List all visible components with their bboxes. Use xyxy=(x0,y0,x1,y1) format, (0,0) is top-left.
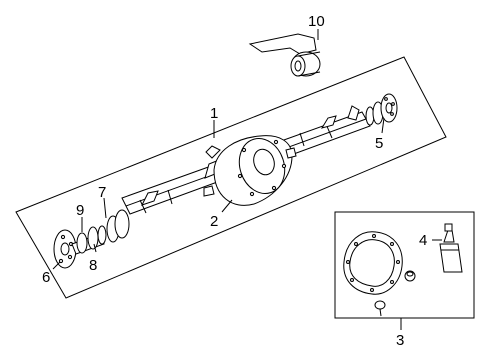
right-axle-shaft-flange xyxy=(365,93,398,126)
callout-3: 3 xyxy=(396,332,404,349)
axle-assembly-panel xyxy=(15,56,447,299)
differential-housing xyxy=(203,135,297,206)
leader-8 xyxy=(93,243,97,253)
callout-9: 9 xyxy=(76,202,84,219)
callout-2: 2 xyxy=(210,213,218,230)
sealant-tube xyxy=(439,223,463,273)
leader-7 xyxy=(103,197,107,219)
fill-plug xyxy=(404,270,416,282)
left-axle-shaft-parts xyxy=(53,209,130,269)
left-bearing xyxy=(76,232,88,254)
spring-bracket-bushing xyxy=(248,33,321,77)
cover-bolt xyxy=(374,300,386,317)
callout-6: 6 xyxy=(42,269,50,286)
callout-7: 7 xyxy=(98,184,106,201)
callout-4: 4 xyxy=(419,232,427,249)
leader-lines xyxy=(52,29,442,330)
left-seal xyxy=(87,226,99,250)
leader-6 xyxy=(52,261,61,270)
leader-2 xyxy=(221,199,233,213)
callout-8: 8 xyxy=(89,257,97,274)
cover-kit-inset xyxy=(334,211,475,319)
differential-cover xyxy=(343,231,403,295)
callout-1: 1 xyxy=(210,105,218,122)
leader-5 xyxy=(381,117,385,134)
callout-10: 10 xyxy=(308,13,325,30)
callout-5: 5 xyxy=(375,135,383,152)
callouts: 1 2 3 4 5 6 7 8 9 10 xyxy=(42,13,427,349)
